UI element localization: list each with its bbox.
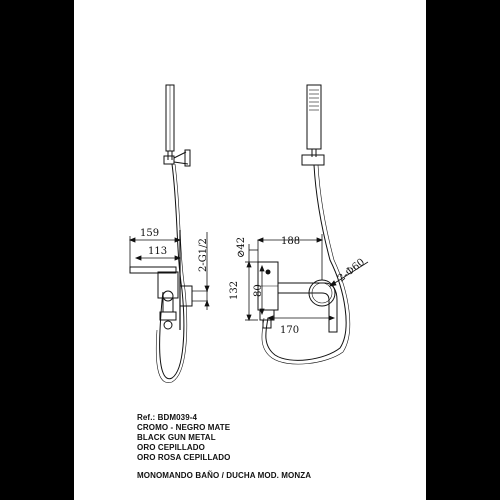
side-wall-connection [179, 285, 193, 307]
dim-42: ⊘42 [236, 237, 247, 258]
dim-170: 170 [280, 325, 299, 336]
front-view [245, 84, 369, 365]
finish-4: ORO ROSA CEPILLADO [137, 453, 231, 462]
dim-2-phi60: 2-Φ60 [336, 257, 367, 285]
side-dim-lines [128, 232, 210, 310]
dim-159: 159 [140, 228, 159, 239]
dim-2-g1-2: 2-G1/2 [198, 238, 209, 272]
dim-80: 80 [253, 284, 264, 297]
finish-3: ORO CEPILLADO [137, 443, 205, 452]
product-title: MONOMANDO BAÑO / DUCHA MOD. MONZA [137, 471, 312, 480]
front-dim-lines [245, 234, 369, 322]
front-hose [265, 164, 347, 361]
ref-code: Ref.: BDM039-4 [137, 413, 198, 422]
side-body [157, 271, 179, 299]
side-hose [159, 163, 185, 380]
side-view [128, 84, 210, 383]
dim-113: 113 [148, 246, 167, 257]
finish-1: CROMO - NEGRO MATE [137, 423, 231, 432]
dim-188: 188 [281, 236, 300, 247]
front-shower-holder [301, 154, 325, 166]
front-shower-head [306, 84, 322, 150]
dim-132: 132 [229, 281, 240, 300]
side-shower-holder [163, 155, 175, 165]
finish-2: BLACK GUN METAL [137, 433, 216, 442]
